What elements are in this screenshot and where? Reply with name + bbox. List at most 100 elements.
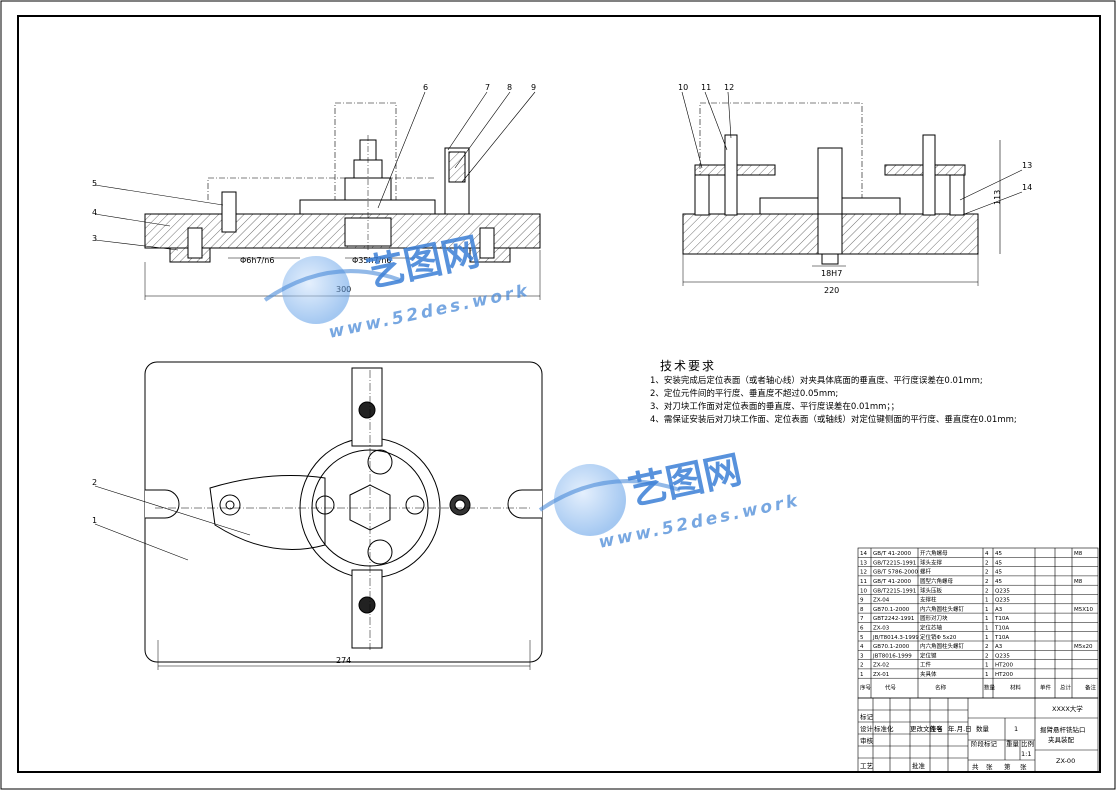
watermark-en: www.52des.work bbox=[327, 281, 532, 343]
dim-fit-6: Φ6h7/n6 bbox=[240, 256, 274, 265]
bom-cell-code: GB/T 41-2000 bbox=[873, 579, 911, 585]
bom-header-no: 序号 bbox=[860, 684, 872, 692]
side-view-labels: 10 11 12 13 14 220 18H7 113 bbox=[678, 83, 1032, 295]
bom-cell-no: 1 bbox=[860, 672, 864, 678]
balloon-14: 14 bbox=[1022, 183, 1032, 192]
bom-cell-name: 内六角圆柱头螺钉 bbox=[920, 605, 965, 613]
balloon-12: 12 bbox=[724, 83, 734, 92]
tb-row-design: 设计 bbox=[860, 724, 874, 733]
bom-cell-qty: 2 bbox=[985, 644, 989, 650]
watermark-middle: 艺图网 www.52des.work bbox=[538, 447, 802, 553]
bom-cell-material: Q235 bbox=[995, 598, 1010, 604]
bom-cell-name: 内六角圆柱头螺钉 bbox=[920, 642, 965, 650]
tb-weight-label: 重量 bbox=[1006, 740, 1020, 748]
tb-drawing-name-2: 夹具装配 bbox=[1048, 735, 1075, 744]
bom-cell-no: 10 bbox=[860, 588, 867, 594]
bom-cell-material: Q235 bbox=[995, 588, 1010, 594]
technical-requirements: 技术要求 1、安装完成后定位表面（或者轴心线）对夹具体底面的垂直度、平行度误差在… bbox=[650, 359, 1017, 425]
bom-cell-qty: 2 bbox=[985, 588, 989, 594]
bom-cell-name: 夹具体 bbox=[920, 670, 937, 678]
bom-cell-material: 45 bbox=[995, 579, 1002, 585]
balloon-9: 9 bbox=[531, 83, 536, 92]
tb-scale-label: 比例 bbox=[1021, 739, 1034, 748]
bom-cell-note: M8 bbox=[1074, 579, 1083, 585]
bom-cell-name: 定位键 bbox=[920, 651, 937, 659]
bom-cell-name: 定位芯轴 bbox=[920, 624, 943, 632]
bom-table bbox=[857, 547, 1099, 699]
bom-cell-name: 球头支撑 bbox=[920, 558, 943, 566]
tb-drawing-name-1: 掘臂悬杆铣钻口 bbox=[1040, 725, 1086, 734]
bom-cell-material: HT200 bbox=[995, 663, 1013, 669]
bom-cell-no: 11 bbox=[860, 579, 867, 585]
bom-cell-name: 工件 bbox=[920, 661, 932, 669]
bom-cell-name: 定位销Φ 5x20 bbox=[920, 633, 957, 641]
bom-header-note: 备注 bbox=[1085, 684, 1097, 692]
bom-cell-material: T10A bbox=[994, 635, 1009, 641]
bom-cell-code: GB/T 5786-2000 bbox=[873, 570, 918, 576]
balloon-5: 5 bbox=[92, 179, 97, 188]
watermark-cn-2: 艺图网 bbox=[625, 447, 746, 514]
bom-cell-no: 13 bbox=[860, 560, 867, 566]
bom-cell-code: ZX-03 bbox=[873, 626, 890, 632]
bom-cell-name: 支撑柱 bbox=[920, 596, 937, 604]
bom-cell-code: ZX-04 bbox=[873, 598, 890, 604]
tb-school: XXXX大学 bbox=[1052, 704, 1083, 713]
bom-cell-code: ZX-02 bbox=[873, 663, 889, 669]
bom-cell-no: 6 bbox=[860, 626, 864, 632]
tech-req-item-1: 1、安装完成后定位表面（或者轴心线）对夹具体底面的垂直度、平行度误差在0.01m… bbox=[650, 375, 983, 386]
bom-cell-qty: 1 bbox=[985, 672, 989, 678]
tb-sign: 签名 bbox=[930, 724, 943, 733]
bom-cell-code: GB/T 41-2000 bbox=[873, 551, 911, 557]
tb-qty-value: 1 bbox=[1014, 725, 1018, 733]
bom-cell-no: 9 bbox=[860, 598, 864, 604]
bom-cell-no: 3 bbox=[860, 653, 864, 659]
bom-cell-note: M8 bbox=[1074, 551, 1083, 557]
dim-fit-35: Φ35h7/n6 bbox=[352, 256, 392, 265]
tb-sheet-no: 第 bbox=[1004, 762, 1011, 771]
top-view bbox=[94, 361, 543, 670]
bom-cell-no: 14 bbox=[860, 551, 867, 557]
dim-height: 113 bbox=[993, 190, 1002, 205]
tb-row-approve: 批准 bbox=[912, 761, 926, 770]
balloon-2: 2 bbox=[92, 478, 97, 487]
bom-header-single: 单件 bbox=[1040, 684, 1052, 692]
bom-cell-qty: 2 bbox=[985, 653, 989, 659]
bom-cell-material: 45 bbox=[995, 570, 1002, 576]
tb-row-std: 标准化 bbox=[874, 724, 894, 733]
balloon-3: 3 bbox=[92, 234, 97, 243]
title-block bbox=[857, 697, 1099, 773]
bom-cell-material: 45 bbox=[995, 551, 1002, 557]
bom-cell-code: GB70.1-2000 bbox=[873, 644, 910, 650]
bom-cell-name: 开六角螺母 bbox=[920, 549, 948, 557]
balloon-13: 13 bbox=[1022, 161, 1032, 170]
tb-scale-value: 1:1 bbox=[1021, 750, 1031, 758]
bom-cell-material: T10A bbox=[994, 626, 1009, 632]
bom-cell-material: Q235 bbox=[995, 653, 1010, 659]
bom-header-code: 代号 bbox=[885, 684, 897, 692]
bom-header-material: 材料 bbox=[1010, 684, 1022, 692]
balloon-4: 4 bbox=[92, 208, 97, 217]
title-block-text: XXXX大学 掘臂悬杆铣钻口 夹具装配 ZX-00 数量 1 阶段标记 重量 比… bbox=[860, 704, 1086, 771]
tech-req-item-2: 2、定位元件间的平行度、垂直度不超过0.05mm; bbox=[650, 388, 838, 399]
balloon-11: 11 bbox=[701, 83, 711, 92]
bom-cell-no: 7 bbox=[860, 616, 864, 622]
top-view-labels: 2 1 274 bbox=[92, 478, 351, 665]
tb-drawing-no: ZX-00 bbox=[1056, 757, 1075, 765]
side-view bbox=[681, 91, 1023, 286]
tech-req-item-3: 3、对刀块工作面对定位表面的垂直度、平行度误差在0.01mm；； bbox=[650, 401, 899, 412]
bom-cell-code: GB/T2215-1991 bbox=[873, 588, 916, 594]
bom-cell-no: 4 bbox=[860, 644, 864, 650]
bom-cell-qty: 2 bbox=[985, 570, 989, 576]
bom-cell-code: GB70.1-2000 bbox=[873, 607, 910, 613]
bom-cell-qty: 1 bbox=[985, 635, 989, 641]
bom-header-total: 总计 bbox=[1060, 684, 1072, 692]
tb-change-doc: 更改文件号 bbox=[910, 724, 943, 733]
bom-cell-code: JBT8016-1999 bbox=[872, 653, 912, 659]
bom-cell-code: GB/T2215-1991 bbox=[873, 560, 916, 566]
bom-cell-no: 5 bbox=[860, 635, 864, 641]
bom-cell-name: 圆型六角螺母 bbox=[920, 577, 954, 585]
front-view bbox=[94, 91, 541, 300]
inner-frame bbox=[17, 15, 1101, 773]
